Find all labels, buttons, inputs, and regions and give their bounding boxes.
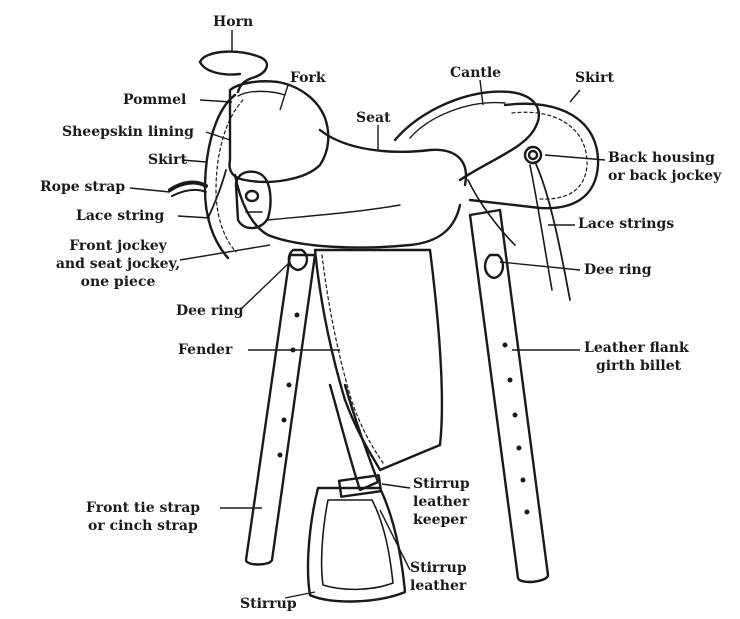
leader-rope-strap: [130, 188, 170, 192]
back-housing-ring: [525, 147, 541, 163]
label-front-jockey-3: one piece: [60, 274, 176, 291]
front-tie-strap-shape: [246, 255, 315, 565]
label-keeper-1: Stirrup: [413, 476, 470, 493]
label-stirrup: Stirrup: [240, 596, 297, 613]
label-skirt-left: Skirt: [148, 152, 187, 169]
fork-shape: [230, 81, 329, 182]
label-back-housing-2: or back jockey: [608, 168, 721, 185]
stirrup-leather-shape: [330, 385, 378, 490]
leader-lace-string: [178, 216, 210, 218]
label-stirrup-leather-2: leather: [410, 578, 466, 595]
label-front-jockey-2: and seat jockey,: [40, 256, 196, 273]
fender-shape: [315, 250, 442, 470]
dee-ring-left-shape: [289, 250, 307, 270]
leader-stirrup-leather: [380, 510, 410, 570]
label-keeper-3: keeper: [413, 512, 467, 529]
lace-string-left: [208, 170, 226, 218]
skirt-shape: [470, 104, 598, 208]
label-dee-ring-left: Dee ring: [176, 303, 244, 320]
label-fender: Fender: [178, 342, 232, 359]
leader-sheepskin: [206, 132, 230, 140]
rope-strap-shape: [170, 183, 206, 190]
label-flank-billet-1: Leather flank: [584, 340, 689, 357]
label-sheepskin-lining: Sheepskin lining: [62, 124, 194, 141]
label-skirt-top: Skirt: [575, 70, 614, 87]
label-front-tie-2: or cinch strap: [88, 518, 198, 535]
label-seat: Seat: [356, 110, 391, 127]
label-horn: Horn: [213, 14, 253, 31]
label-back-housing-1: Back housing: [608, 150, 715, 167]
label-front-tie-1: Front tie strap: [86, 500, 200, 517]
leader-dee-ring-right: [500, 262, 580, 270]
leader-pommel: [200, 100, 232, 102]
label-stirrup-leather-1: Stirrup: [410, 560, 467, 577]
label-rope-strap: Rope strap: [40, 179, 125, 196]
leader-fork: [280, 85, 288, 110]
dee-ring-right-shape: [485, 255, 503, 278]
keeper-shape: [339, 475, 381, 496]
label-front-jockey-1: Front jockey: [50, 238, 186, 255]
label-lace-strings: Lace strings: [578, 216, 674, 233]
label-lace-string: Lace string: [76, 208, 164, 225]
leader-keeper: [382, 484, 410, 488]
label-cantle: Cantle: [450, 65, 501, 82]
leader-skirt-top: [570, 90, 580, 102]
seat-shape: [320, 130, 466, 185]
label-fork: Fork: [290, 70, 326, 87]
label-keeper-2: leather: [413, 494, 469, 511]
lace-strings-right: [535, 162, 570, 300]
label-pommel: Pommel: [123, 92, 186, 109]
label-dee-ring-right: Dee ring: [584, 262, 652, 279]
leader-back-housing: [545, 155, 605, 160]
label-flank-billet-2: girth billet: [596, 358, 681, 375]
